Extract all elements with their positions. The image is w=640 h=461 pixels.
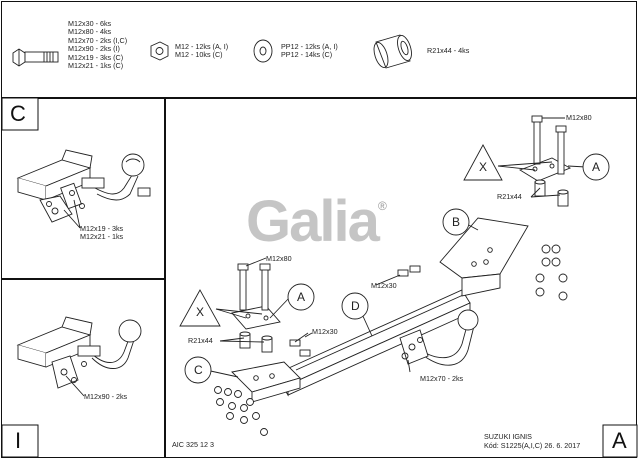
callout-d: D xyxy=(351,299,360,313)
callout-x-left: X xyxy=(196,305,205,319)
callout-a-right: A xyxy=(592,160,601,174)
right-tubes xyxy=(534,179,569,207)
bolt-spec-line: M12x19 - 3ks (C) xyxy=(68,52,124,62)
side-panel-split xyxy=(1,278,165,280)
panel-c-bolt-label: M12x21 - 1ks xyxy=(80,232,124,242)
left-bolts xyxy=(237,263,271,311)
right-nuts xyxy=(535,244,568,301)
washer-spec-line: PP12 - 12ks (A, I) xyxy=(281,42,338,51)
washer-spec-list: PP12 - 12ks (A, I) PP12 - 14ks (C) xyxy=(281,42,338,60)
plate-x-right xyxy=(518,157,572,182)
bolt-spec-list: M12x30 - 6ks M12x80 - 4ks M12x70 - 2ks (… xyxy=(68,19,128,71)
bolt-spec-line: M12x70 - 2ks (I,C) xyxy=(68,35,128,45)
bracket-b xyxy=(439,217,529,297)
washer-icon xyxy=(253,39,273,63)
bolt-icon xyxy=(12,48,59,67)
label-m12x80-left: M12x80 xyxy=(266,254,292,263)
label-m12x70: M12x70 - 2ks xyxy=(420,374,464,383)
label-r21x44-top: R21x44 xyxy=(497,192,522,201)
spacer-tube-icon xyxy=(373,34,412,69)
panel-i-bolt-label: M12x90 - 2ks xyxy=(84,392,128,401)
label-r21x44-left: R21x44 xyxy=(188,336,213,345)
callout-a-left: A xyxy=(297,290,306,304)
vehicle-name: SUZUKI IGNIS xyxy=(484,432,532,441)
nut-spec-line: M12 - 12ks (A, I) xyxy=(175,42,229,51)
callout-x-right: X xyxy=(479,160,488,174)
washer-spec-line: PP12 - 14ks (C) xyxy=(281,50,333,60)
nut-icon xyxy=(150,41,169,61)
drawing-code: AIC 325 12 3 xyxy=(172,440,214,449)
nut-spec-line: M12 - 10ks (C) xyxy=(175,50,223,60)
panel-i-hitch-sketch xyxy=(16,316,142,389)
left-tubes xyxy=(239,331,273,353)
watermark-registered-mark: ® xyxy=(378,199,387,213)
parts-row-divider xyxy=(1,97,637,99)
plate-x-left xyxy=(231,305,281,330)
panel-i-letter: I xyxy=(15,428,22,453)
bolt-spec-line: M12x30 - 6ks xyxy=(68,19,112,28)
callout-c: C xyxy=(194,363,203,377)
panel-c-bolt-label: M12x19 - 3ks xyxy=(80,224,124,233)
label-m12x30-mid: M12x30 xyxy=(371,281,397,290)
panel-c-letter: C xyxy=(10,101,26,126)
callout-b: B xyxy=(452,215,461,229)
kod-date: Kód: S1225(A,I,C) 26. 6. 2017 xyxy=(484,441,581,450)
low-bolts-m12x30 xyxy=(289,332,313,357)
bracket-c xyxy=(231,361,301,403)
crossbar-d xyxy=(279,289,473,397)
tow-ball xyxy=(399,309,479,366)
left-nuts xyxy=(214,386,268,436)
label-m12x80-top: M12x80 xyxy=(566,113,592,122)
right-bolts xyxy=(531,115,567,175)
mid-bolts-m12x30 xyxy=(375,265,421,286)
label-m12x30-low: M12x30 xyxy=(312,327,338,336)
galia-watermark: Galia xyxy=(246,189,380,254)
tube-spec: R21x44 - 4ks xyxy=(427,46,470,55)
sheet-letter: A xyxy=(612,428,627,453)
bolt-spec-line: M12x90 - 2ks (I) xyxy=(68,44,120,54)
nut-spec-list: M12 - 12ks (A, I) M12 - 10ks (C) xyxy=(175,42,229,60)
bolt-spec-line: M12x80 - 4ks xyxy=(68,27,112,37)
bolt-spec-line: M12x21 - 1ks (C) xyxy=(68,61,124,71)
side-panel-divider xyxy=(164,97,166,458)
panel-c-bolt-labels: M12x19 - 3ks M12x21 - 1ks xyxy=(80,224,124,242)
panel-c-hitch-sketch xyxy=(16,149,151,223)
